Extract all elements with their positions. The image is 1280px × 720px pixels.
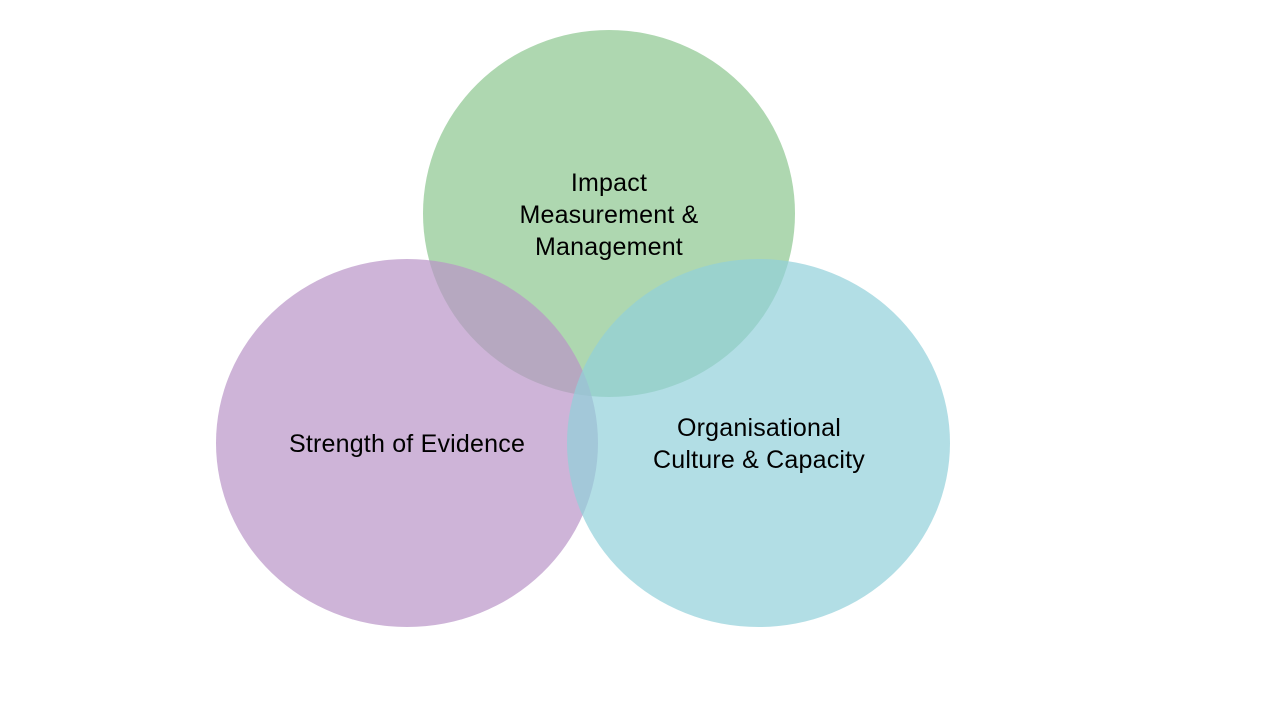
- strength-of-evidence-label: Strength of Evidence: [257, 428, 557, 460]
- organisational-culture-label: Organisational Culture & Capacity: [609, 412, 909, 476]
- organisational-culture-circle: [567, 259, 950, 627]
- culture-label-line-2: Culture & Capacity: [652, 446, 866, 474]
- impact-measurement-label: Impact Measurement & Management: [459, 167, 759, 263]
- strength-of-evidence-circle: [216, 259, 598, 627]
- impact-label-line-3: Management: [535, 233, 683, 261]
- evidence-label-line-1: Strength of Evidence: [288, 430, 526, 458]
- impact-label-line-2: Measurement &: [519, 201, 699, 229]
- culture-label-line-1: Organisational: [676, 414, 841, 442]
- impact-label-line-1: Impact: [570, 169, 648, 197]
